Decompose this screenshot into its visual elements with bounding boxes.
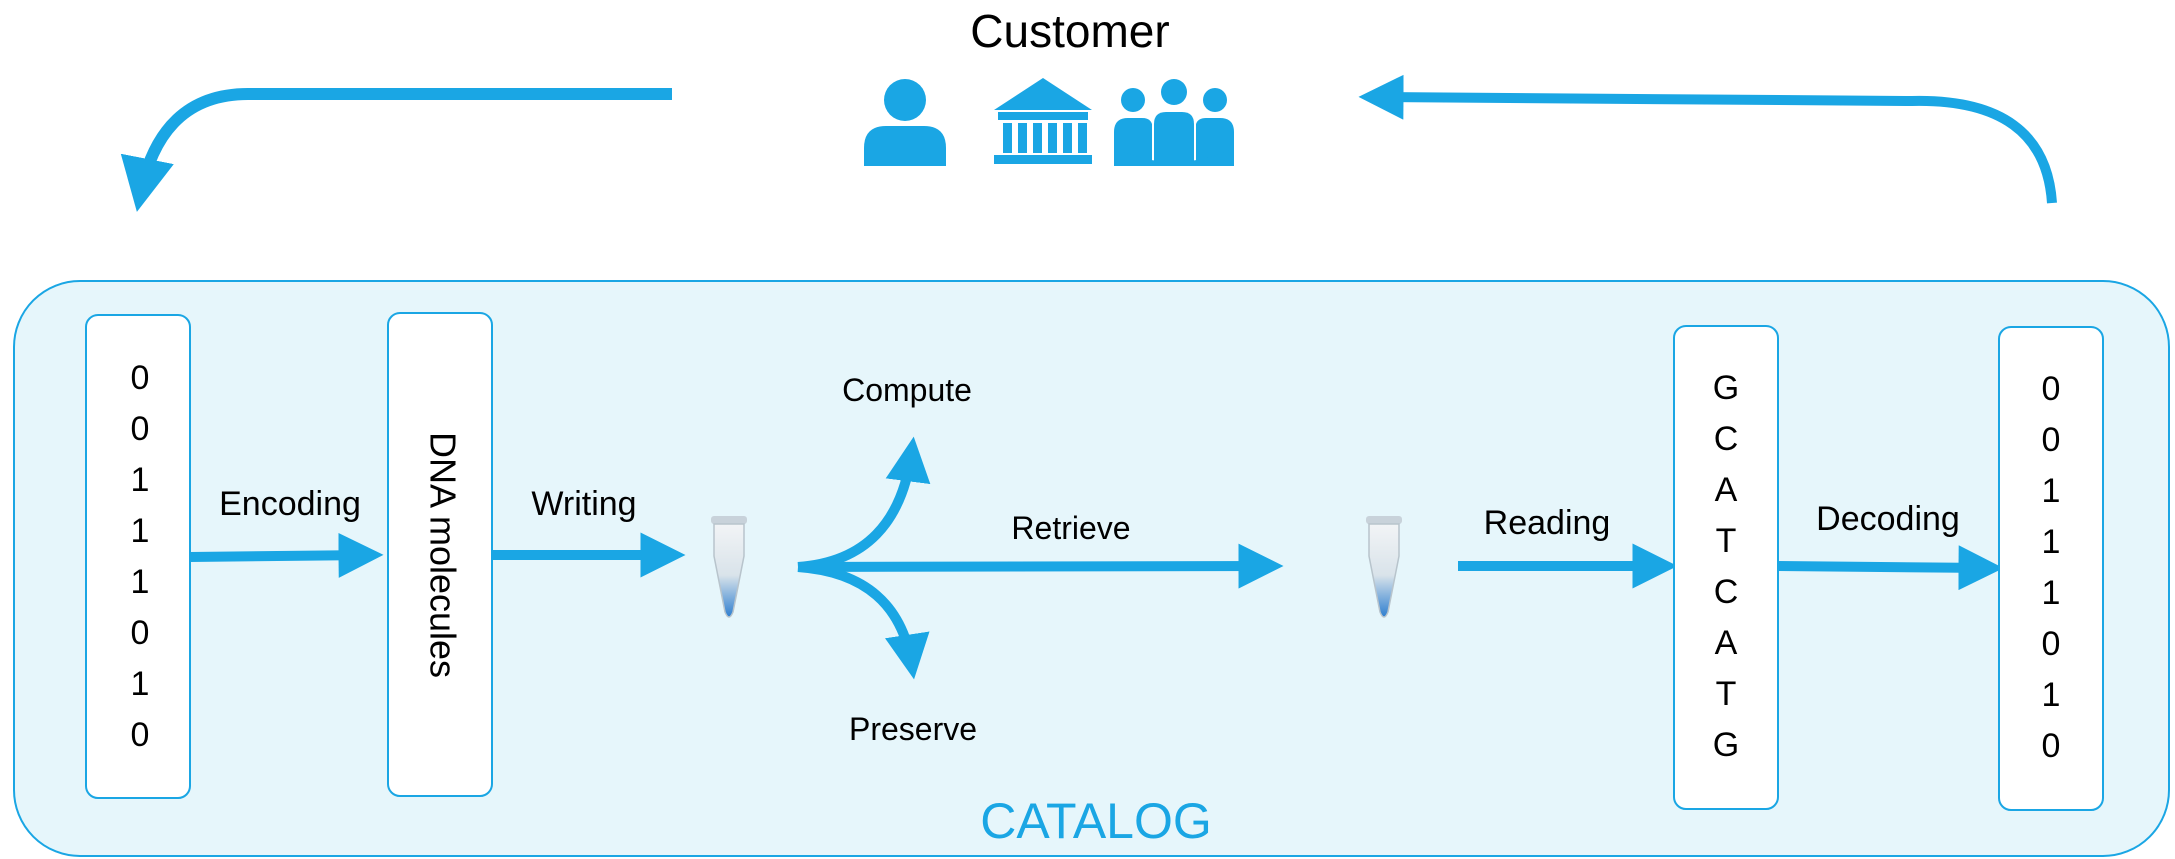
sequence-base: G: [1713, 369, 1739, 407]
sequence-base: C: [1714, 573, 1739, 611]
output-bits-box: [1998, 326, 2104, 811]
customer-title: Customer: [970, 5, 1169, 57]
input-bit: 1: [131, 512, 150, 550]
input-bit: 1: [131, 665, 150, 703]
output-bit: 1: [2042, 523, 2061, 561]
retrieve-arrow: [797, 543, 1284, 589]
preserve-label: Preserve: [849, 711, 977, 747]
dna-sequence: G C A T C A T G: [1713, 369, 1739, 764]
catalog-label: CATALOG: [980, 793, 1212, 849]
institution-icon: [994, 78, 1092, 164]
decoding-arrow: [1777, 545, 2004, 591]
output-bit: 0: [2042, 421, 2061, 459]
input-bit: 0: [131, 614, 150, 652]
output-bit: 0: [2042, 370, 2061, 408]
output-bits: 0 0 1 1 1 0 1 0: [2042, 370, 2061, 765]
output-bit: 1: [2042, 574, 2061, 612]
retrieve-label: Retrieve: [1011, 510, 1130, 546]
output-bit: 0: [2042, 625, 2061, 663]
input-bits: 0 0 1 1 1 0 1 0: [131, 359, 150, 754]
sequence-base: T: [1716, 522, 1737, 560]
encoding-label: Encoding: [219, 485, 361, 523]
encoding-arrow: [189, 532, 384, 578]
group-icon: [1114, 79, 1234, 166]
sequence-base: A: [1715, 471, 1738, 509]
reading-label: Reading: [1484, 504, 1611, 542]
test-tube-icon: [711, 516, 747, 618]
person-icon: [864, 79, 946, 166]
top-left-arrow: [120, 88, 672, 212]
dna-molecules-label: DNA molecules: [422, 432, 463, 678]
output-bit: 1: [2042, 676, 2061, 714]
input-bit: 0: [131, 410, 150, 448]
input-bit: 0: [131, 359, 150, 397]
writing-label: Writing: [531, 485, 636, 523]
test-tube-icon: [1366, 516, 1402, 618]
sequence-base: A: [1715, 624, 1738, 662]
compute-label: Compute: [842, 372, 972, 408]
sequence-base: G: [1713, 726, 1739, 764]
input-bit: 0: [131, 716, 150, 754]
output-bit: 0: [2042, 727, 2061, 765]
sequence-base: C: [1714, 420, 1739, 458]
decoding-label: Decoding: [1816, 500, 1960, 538]
sequence-base: T: [1716, 675, 1737, 713]
top-right-arrow: [1358, 74, 2057, 204]
input-bit: 1: [131, 563, 150, 601]
input-bit: 1: [131, 461, 150, 499]
output-bit: 1: [2042, 472, 2061, 510]
